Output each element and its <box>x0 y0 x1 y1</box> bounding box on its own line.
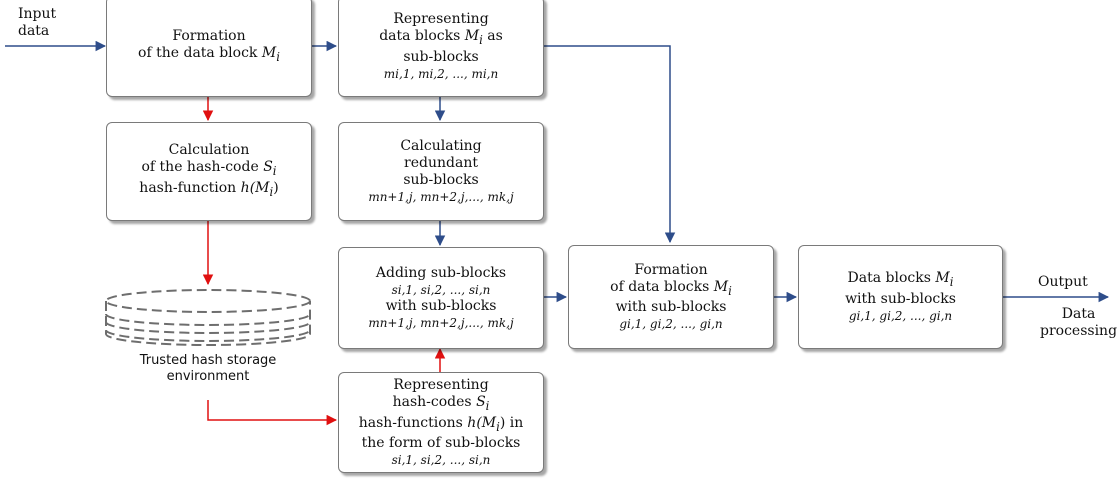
block-formation2-line3: with sub-blocks <box>615 299 727 316</box>
block-datablocks: Data blocks Mi with sub-blocks gi,1, gi,… <box>798 245 1003 349</box>
input-data-label: Input data <box>18 6 57 39</box>
block-adding-line4: mn+1,j, mn+2,j,..., mk,j <box>368 316 514 330</box>
block-adding: Adding sub-blocks si,1, si,2, ..., si,n … <box>338 247 544 349</box>
block-redundant-line2: redundant <box>404 155 478 171</box>
block-rep-hash-line3: hash-functions h(Mi) in <box>358 414 524 434</box>
block-adding-line1: Adding sub-blocks <box>375 265 507 281</box>
block-redundant-line1: Calculating <box>400 138 482 154</box>
block-formation2-line1: Formation <box>634 261 708 278</box>
block-representing-line3: sub-blocks <box>403 48 479 65</box>
block-rep-hash-line5: si,1, si,2, ..., si,n <box>391 453 491 468</box>
block-formation: Formation of the data block Mi <box>106 0 312 97</box>
block-representing-line4: mi,1, mi,2, ..., mi,n <box>383 66 499 81</box>
block-redundant: Calculating redundant sub-blocks mn+1,j,… <box>338 122 544 221</box>
block-calc-hash: Calculation of the hash-code Si hash-fun… <box>106 122 312 221</box>
block-calc-hash-line1: Calculation <box>168 142 250 159</box>
block-adding-line3: with sub-blocks <box>385 298 497 314</box>
block-rep-hash-line2: hash-codes Si <box>392 393 490 413</box>
output-label: Output <box>1038 274 1088 290</box>
block-representing: Representing data blocks Mi as sub-block… <box>338 0 544 97</box>
block-redundant-line4: mn+1,j, mn+2,j,..., mk,j <box>368 190 514 204</box>
block-calc-hash-line3: hash-function h(Mi) <box>139 180 279 199</box>
storage-stack-icon <box>105 289 311 346</box>
block-representing-line2: data blocks Mi as <box>379 28 503 47</box>
block-adding-line2: si,1, si,2, ..., si,n <box>391 283 491 297</box>
block-calc-hash-line2: of the hash-code Si <box>141 159 277 178</box>
block-rep-hash-line1: Representing <box>393 376 489 393</box>
block-datablocks-line3: gi,1, gi,2, ..., gi,n <box>848 308 953 323</box>
storage-label: Trusted hash storage environment <box>139 353 277 384</box>
block-datablocks-line2: with sub-blocks <box>845 290 956 307</box>
block-redundant-line3: sub-blocks <box>403 172 479 188</box>
data-processing-label: Data processing <box>1040 306 1118 339</box>
block-formation2-line2: of data blocks Mi <box>610 278 732 298</box>
block-formation2: Formation of data blocks Mi with sub-blo… <box>568 245 774 349</box>
block-rep-hash: Representing hash-codes Si hash-function… <box>338 372 544 473</box>
block-datablocks-line1: Data blocks Mi <box>847 270 954 289</box>
block-rep-hash-line4: the form of sub-blocks <box>361 435 521 452</box>
block-formation-line1: Formation <box>172 27 246 44</box>
arrow-storage-to-rep-hash <box>207 400 338 426</box>
arrow-representing-to-formation2 <box>544 45 676 244</box>
block-formation2-line4: gi,1, gi,2, ..., gi,n <box>619 317 723 332</box>
block-formation-line2: of the data block Mi <box>138 44 280 64</box>
block-representing-line1: Representing <box>393 11 489 28</box>
